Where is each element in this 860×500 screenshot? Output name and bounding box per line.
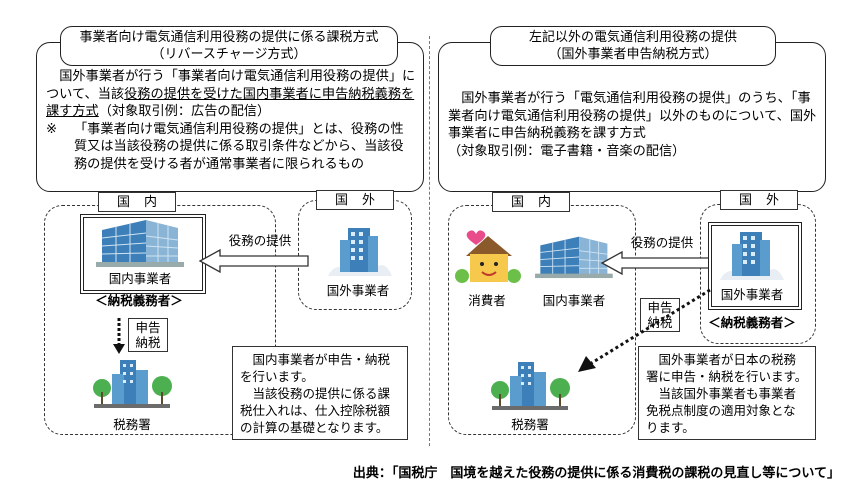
left-domestic-business-caption: 国内事業者 (108, 271, 172, 286)
right-tax-office-icon (491, 362, 570, 410)
right-foreign-building-icon (720, 232, 784, 280)
left-tax-office-caption: 税務署 (113, 417, 151, 432)
left-para-post: （対象取引例：広告の配信） (98, 104, 271, 119)
right-foreign-business-caption: 国外事業者 (720, 287, 784, 302)
right-tax-office-caption: 税務署 (511, 417, 549, 432)
left-note-text: 「事業者向け電気通信利用役務の提供」とは、役務の性質又は当該役務の提供に係る取引… (74, 121, 404, 172)
left-filing-line1: 申告 (135, 320, 161, 335)
left-service-arrow (198, 248, 309, 274)
left-filing-arrow (113, 318, 125, 354)
left-note-box: 国内事業者が申告・納税 を行います。 当該役務の提供に係る課 税仕入れは、仕入控… (232, 346, 408, 440)
left-note-line1: 国内事業者が申告・納税 (252, 352, 391, 367)
right-description: 国外事業者が行う「電気通信利用役務の提供」のうち、「事業者向け電気通信利用役務の… (448, 90, 820, 160)
left-note-line4: 税仕入れは、仕入控除税額 (240, 403, 391, 418)
right-note-line2: 署に申告・納税を行います。 (646, 369, 808, 384)
left-note-line3: 当該役務の提供に係る課 (252, 386, 391, 401)
left-domestic-label: 国内 (98, 192, 176, 212)
right-filing-line1: 申告 (647, 300, 673, 315)
office-building-icon (96, 220, 184, 267)
center-divider (429, 36, 430, 446)
right-panel-title: 左記以外の電気通信利用役務の提供 （国外事業者申告納税方式） (490, 26, 776, 66)
right-note-line3: 当該国外事業者も事業者 (658, 386, 797, 401)
left-title-line2: （リバースチャージ方式） (151, 47, 307, 62)
left-title-line1: 事業者向け電気通信利用役務の提供に係る課税方式 (79, 30, 379, 45)
right-note-box: 国外事業者が日本の税務 署に申告・納税を行います。 当該国外事業者も事業者 免税… (638, 346, 816, 440)
right-note-line1: 国外事業者が日本の税務 (658, 352, 797, 367)
tax-office-icon (93, 360, 172, 408)
left-description: 国外事業者が行う「事業者向け電気通信利用役務の提供」について、当該役務の提供を受… (46, 68, 416, 173)
right-foreign-label: 国外 (720, 190, 798, 210)
right-service-arrow (600, 250, 711, 276)
left-para-pre: 国外事業者が行う「事業者向け電気通信利用役務の提供」について、当該 (46, 69, 416, 102)
left-para-underlined: 役務の提供を受けた国内事業者に申告納税義務を課す方式 (46, 86, 415, 120)
right-domestic-business-caption: 国内事業者 (542, 293, 606, 308)
right-note-line5: ります。 (646, 420, 695, 435)
left-note-line2: を行います。 (240, 369, 314, 384)
right-title-line1: 左記以外の電気通信利用役務の提供 (528, 30, 737, 45)
right-service-label: 役務の提供 (630, 235, 694, 250)
right-office-building-icon (535, 236, 613, 279)
right-para-example: （対象取引例：電子書籍・音楽の配信） (448, 143, 686, 159)
consumer-house-icon (455, 230, 521, 283)
left-filing-line2: 納税 (135, 335, 161, 350)
foreign-building-icon (328, 228, 392, 276)
source-citation: 出典：「国税庁 国境を越えた役務の提供に係る消費税の課税の見直し等について」 (352, 466, 840, 481)
right-taxpayer-label: ＜納税義務者＞ (708, 315, 796, 330)
left-description-panel (36, 42, 424, 192)
left-filing-tag: 申告 納税 (128, 318, 168, 352)
right-title-line2: （国外事業者申告納税方式） (548, 47, 718, 62)
left-service-label: 役務の提供 (228, 233, 292, 248)
right-note-line4: 免税点制度の適用対象とな (646, 403, 796, 418)
left-foreign-label: 国外 (316, 190, 394, 210)
left-note-mark: ※ (46, 121, 58, 137)
consumer-caption: 消費者 (468, 293, 506, 308)
left-taxpayer-label: ＜納税義務者＞ (95, 293, 183, 308)
left-panel-title: 事業者向け電気通信利用役務の提供に係る課税方式 （リバースチャージ方式） (60, 26, 398, 66)
right-filing-arrow (578, 288, 711, 372)
right-para: 国外事業者が行う「電気通信利用役務の提供」のうち、「事業者向け電気通信利用役務の… (448, 91, 817, 141)
left-foreign-business-caption: 国外事業者 (326, 283, 390, 298)
left-note-line5: の計算の基礎となります。 (240, 420, 389, 435)
right-domestic-label: 国内 (492, 192, 570, 212)
